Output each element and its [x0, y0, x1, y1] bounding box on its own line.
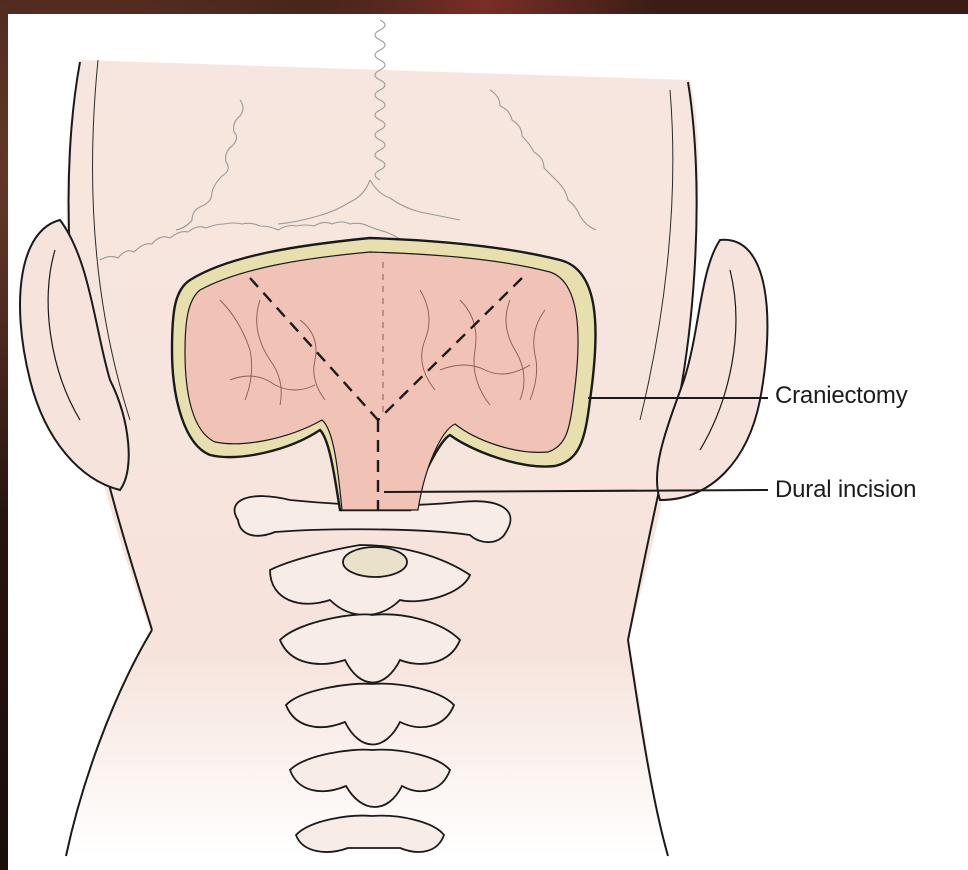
dens [343, 547, 407, 577]
dural-incision-label: Dural incision [775, 476, 916, 504]
craniectomy-label: Craniectomy [775, 382, 908, 410]
